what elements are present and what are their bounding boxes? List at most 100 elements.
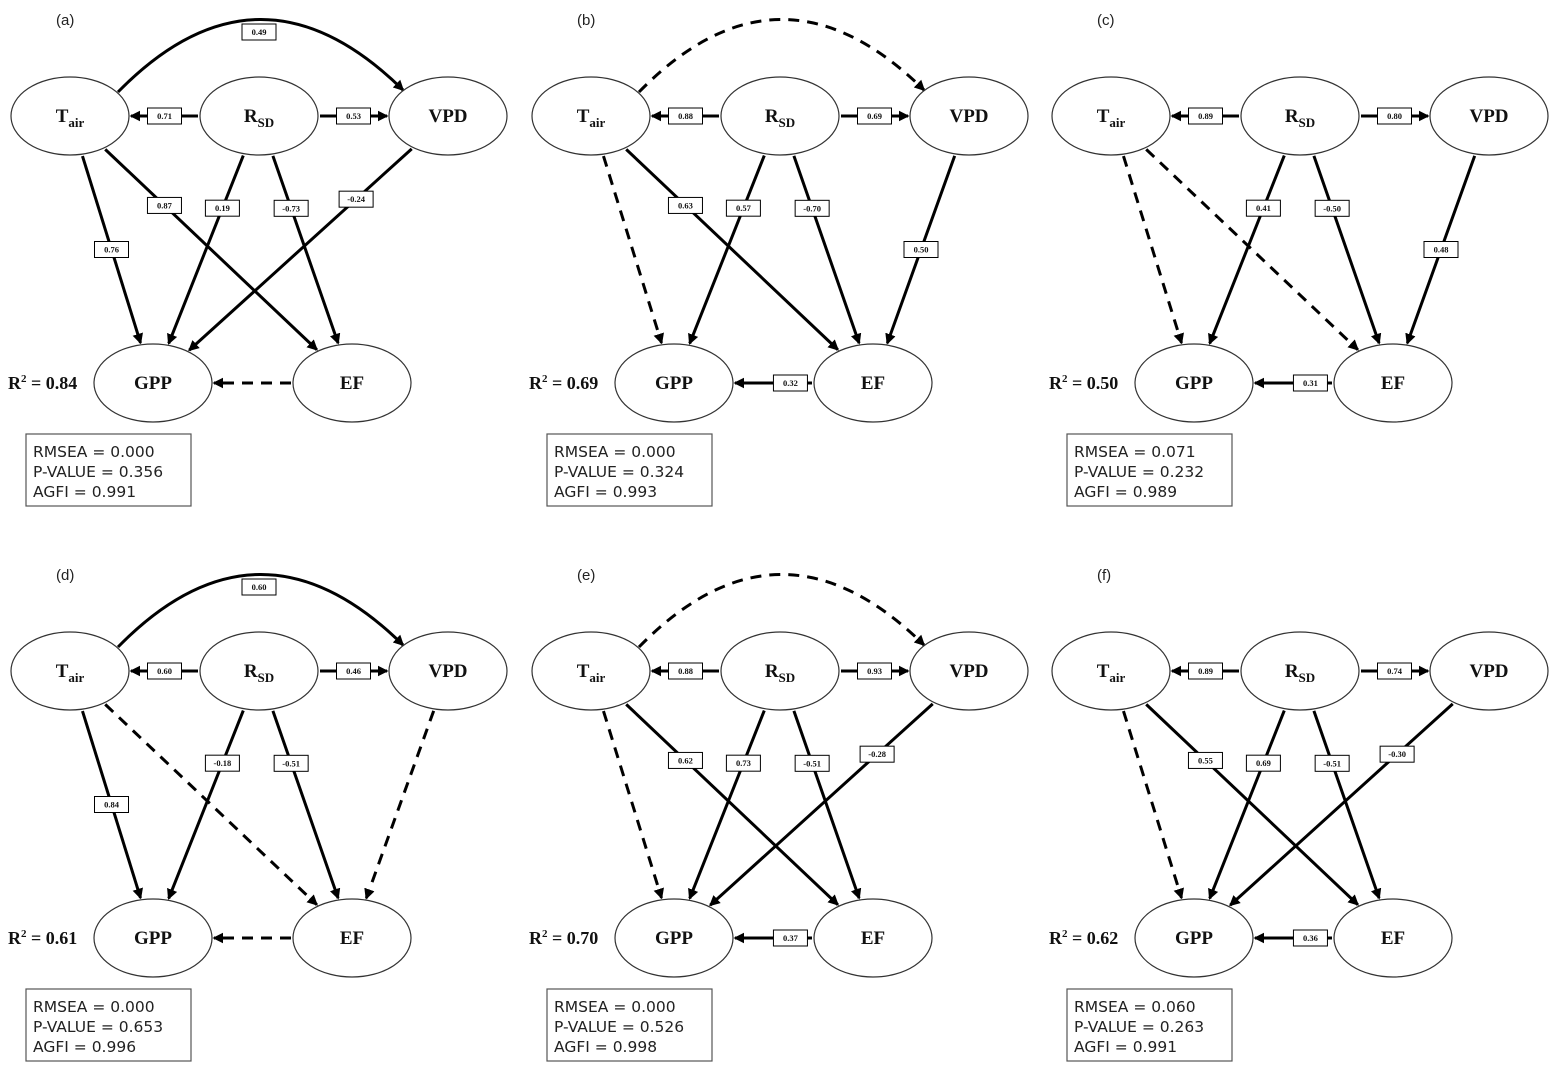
path-coefficient: 0.60 xyxy=(241,578,277,596)
path-coefficient: 0.57 xyxy=(725,199,761,217)
node-ellipse xyxy=(10,76,130,156)
node-ellipse xyxy=(909,631,1029,711)
coefficient-label: -0.51 xyxy=(1323,758,1341,768)
coefficient-label: 0.62 xyxy=(678,755,693,765)
coefficient-label: 0.49 xyxy=(252,27,267,37)
causal-path xyxy=(1208,155,1286,345)
path-coefficient: -0.18 xyxy=(204,754,240,772)
node-ellipse xyxy=(813,343,933,423)
causal-path xyxy=(792,155,862,345)
coefficient-label: 0.84 xyxy=(104,800,120,810)
coefficient-label: 0.36 xyxy=(1303,933,1318,943)
path-coefficient: 0.19 xyxy=(204,199,240,217)
node-label: Tair xyxy=(1097,661,1126,685)
causal-path-curved xyxy=(116,18,405,94)
causal-path xyxy=(688,155,766,345)
node-rsd: RSD xyxy=(1240,76,1360,156)
fit-rmsea: RMSEA = 0.071 xyxy=(1074,443,1196,461)
path-coefficient: 0.71 xyxy=(147,107,182,125)
node-ef: EF xyxy=(1333,898,1453,978)
node-label: EF xyxy=(861,373,885,394)
path-coefficient: 0.87 xyxy=(146,196,182,214)
fit-agfi: AGFI = 0.998 xyxy=(554,1038,657,1056)
path-coefficient: 0.41 xyxy=(1245,199,1281,217)
path-coefficient: 0.80 xyxy=(1377,107,1412,125)
causal-path xyxy=(602,710,664,900)
path-coefficient: 0.89 xyxy=(1188,662,1223,680)
coefficient-label: -0.18 xyxy=(214,758,232,768)
causal-path-curved xyxy=(637,573,926,649)
node-gpp: GPP xyxy=(614,898,734,978)
node-ellipse xyxy=(909,76,1029,156)
coefficient-label: 0.50 xyxy=(914,245,929,255)
node-label: VPD xyxy=(949,106,988,127)
panel-label: (e) xyxy=(577,567,595,584)
causal-path xyxy=(1229,702,1454,907)
causal-path-curved xyxy=(637,18,926,94)
coefficient-label: 0.60 xyxy=(252,582,267,592)
fit-agfi: AGFI = 0.993 xyxy=(554,483,657,501)
coefficient-label: 0.48 xyxy=(1434,245,1449,255)
node-ef: EF xyxy=(813,343,933,423)
node-ellipse xyxy=(1240,76,1360,156)
coefficient-label: 0.71 xyxy=(157,111,172,121)
coefficient-label: 0.41 xyxy=(1256,203,1271,213)
fit-agfi: AGFI = 0.991 xyxy=(1074,1038,1177,1056)
panel-label: (d) xyxy=(56,567,74,584)
coefficient-label: 0.32 xyxy=(783,378,798,388)
fit-rmsea: RMSEA = 0.000 xyxy=(554,443,676,461)
coefficient-label: -0.30 xyxy=(1388,749,1406,759)
node-vpd: VPD xyxy=(1429,76,1549,156)
node-ef: EF xyxy=(292,898,412,978)
causal-path xyxy=(1145,148,1359,351)
node-label: VPD xyxy=(949,661,988,682)
causal-path xyxy=(167,710,245,900)
coefficient-label: 0.74 xyxy=(1387,666,1403,676)
fit-pvalue: P-VALUE = 0.526 xyxy=(554,1018,684,1036)
coefficient-label: 0.87 xyxy=(157,200,173,210)
panel-label: (c) xyxy=(1097,12,1115,29)
node-vpd: VPD xyxy=(388,631,508,711)
node-ef: EF xyxy=(292,343,412,423)
causal-path xyxy=(1145,703,1359,906)
node-label: RSD xyxy=(765,661,795,685)
path-coefficient: 0.32 xyxy=(772,374,808,392)
causal-path xyxy=(364,710,436,900)
path-coefficient: -0.24 xyxy=(338,190,374,208)
path-layer xyxy=(602,573,934,944)
causal-path xyxy=(625,703,839,906)
node-tair: Tair xyxy=(1051,76,1171,156)
node-ellipse xyxy=(199,631,319,711)
node-ellipse xyxy=(93,898,213,978)
node-label: Tair xyxy=(56,661,85,685)
coefficient-label: 0.69 xyxy=(1256,758,1271,768)
fit-pvalue: P-VALUE = 0.653 xyxy=(33,1018,163,1036)
path-coefficient: 0.63 xyxy=(667,196,703,214)
node-vpd: VPD xyxy=(909,631,1029,711)
node-ellipse xyxy=(531,76,651,156)
node-ellipse xyxy=(1051,631,1171,711)
node-ellipse xyxy=(614,898,734,978)
node-ellipse xyxy=(292,898,412,978)
node-ellipse xyxy=(10,631,130,711)
coefficient-label: 0.60 xyxy=(157,666,172,676)
node-label: Tair xyxy=(1097,106,1126,130)
path-coefficient: 0.62 xyxy=(667,751,703,769)
path-coefficient: 0.37 xyxy=(772,929,808,947)
node-vpd: VPD xyxy=(909,76,1029,156)
path-coefficient: 0.73 xyxy=(725,754,761,772)
node-label: Tair xyxy=(577,661,606,685)
fit-pvalue: P-VALUE = 0.324 xyxy=(554,463,684,481)
coefficient-label: 0.89 xyxy=(1198,666,1213,676)
coefficient-label: 0.89 xyxy=(1198,111,1213,121)
r-squared-label: R2 = 0.62 xyxy=(1049,928,1118,948)
fit-rmsea: RMSEA = 0.060 xyxy=(1074,998,1196,1016)
